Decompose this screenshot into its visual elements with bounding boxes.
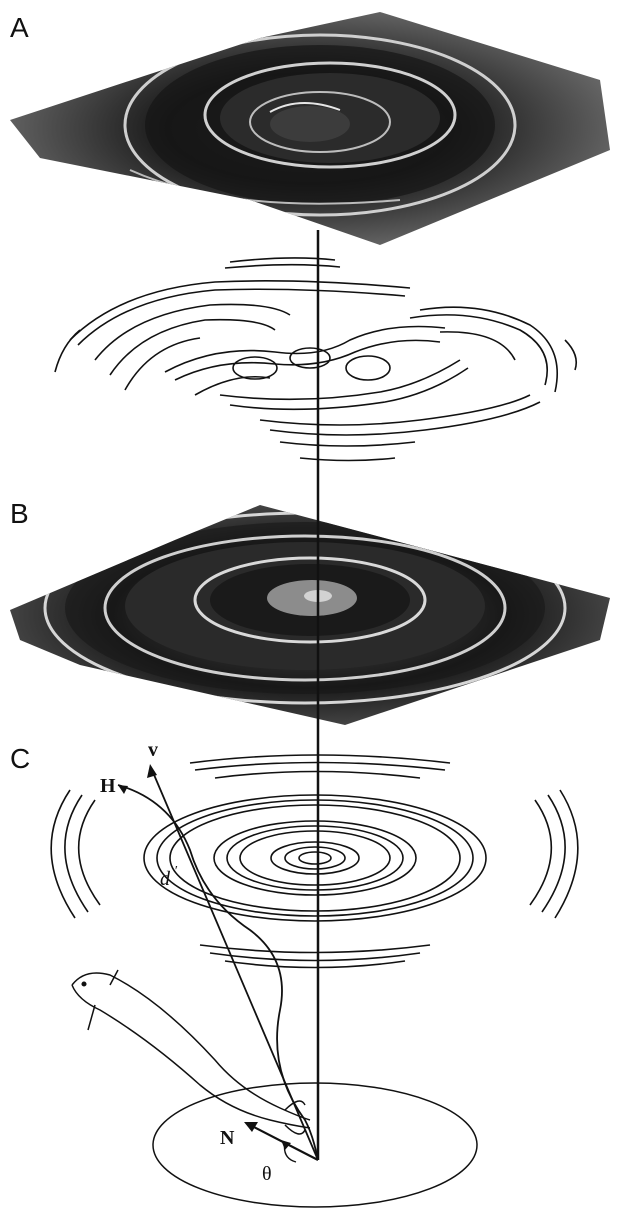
panel-label-b: B xyxy=(10,498,29,529)
velocity-vector xyxy=(151,769,319,1161)
symbol-velocity: v xyxy=(148,739,158,761)
symbol-distance-prime: ′ xyxy=(174,864,178,879)
fish-drawing xyxy=(71,969,311,1135)
symbol-north: N xyxy=(220,1127,235,1149)
velocity-arrowhead xyxy=(147,764,157,778)
panel-label-a: A xyxy=(10,12,29,43)
panel-label-c: C xyxy=(10,743,31,774)
surface-plot-a xyxy=(10,12,610,245)
heading-arrowhead xyxy=(118,785,128,794)
surface-plot-b xyxy=(10,505,610,725)
angle-arrowhead xyxy=(281,1140,291,1150)
contour-map-b xyxy=(50,754,579,969)
heading-curve xyxy=(117,784,319,1161)
ground-plane-ellipse xyxy=(152,1082,478,1208)
north-arrowhead xyxy=(244,1122,258,1132)
contour-map-a xyxy=(54,257,578,462)
symbol-distance: d xyxy=(160,868,171,890)
symbol-heading: H xyxy=(100,775,116,797)
symbol-angle: θ xyxy=(262,1163,272,1185)
